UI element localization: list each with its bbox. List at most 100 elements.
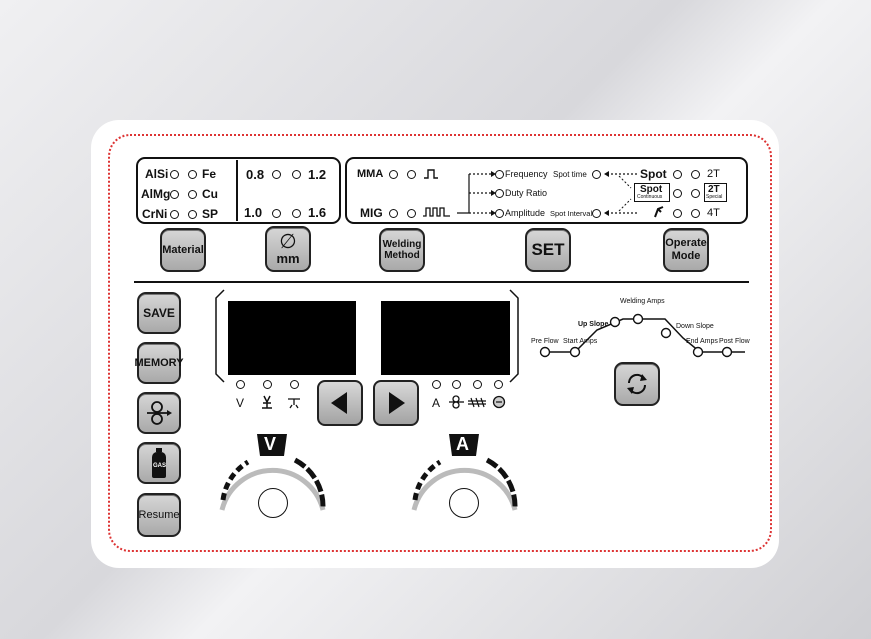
led-alsi bbox=[170, 170, 179, 179]
cycle-arrows-icon bbox=[627, 373, 647, 395]
node-up-slope bbox=[609, 316, 621, 328]
led-spot-continuous bbox=[673, 189, 682, 198]
diameter-unit: mm bbox=[276, 250, 300, 266]
voltage-display bbox=[228, 301, 356, 375]
diameter-1-0: 1.0 bbox=[244, 205, 263, 220]
welding-amps-label: Welding Amps bbox=[620, 298, 665, 305]
gas-cylinder-icon: GAS bbox=[151, 448, 167, 478]
cycle-button[interactable] bbox=[614, 362, 660, 406]
mode-2t: 2T bbox=[707, 168, 720, 180]
param-amplitude: Amplitude bbox=[505, 208, 546, 218]
node-post-flow bbox=[721, 346, 733, 358]
v-badge bbox=[257, 434, 287, 456]
mig-label: MIG bbox=[360, 206, 383, 220]
node-pre-flow bbox=[539, 346, 551, 358]
operate-mode-button[interactable]: Operate Mode bbox=[663, 228, 709, 272]
mode-2t-special: 2T bbox=[708, 184, 720, 195]
resume-button[interactable]: Resume bbox=[137, 493, 181, 537]
led-spot-interval bbox=[592, 209, 601, 218]
led-a bbox=[432, 380, 441, 389]
led-2t bbox=[691, 170, 700, 179]
thickness-icon bbox=[492, 395, 506, 409]
post-flow-label: Post Flow bbox=[719, 338, 750, 345]
param-frequency: Frequency bbox=[505, 169, 548, 179]
node-down-slope bbox=[660, 327, 672, 339]
material-divider bbox=[236, 160, 238, 221]
right-arrow-button[interactable] bbox=[373, 380, 419, 426]
led-cu bbox=[188, 190, 197, 199]
led-frequency bbox=[495, 170, 504, 179]
up-slope-label: Up Slope bbox=[578, 321, 609, 328]
led-spot bbox=[673, 170, 682, 179]
led-mig-2 bbox=[407, 209, 416, 218]
led-amplitude bbox=[495, 209, 504, 218]
gas-button[interactable]: GAS bbox=[137, 442, 181, 484]
panel-dotted-border bbox=[108, 134, 772, 552]
mode-4t: 4T bbox=[707, 207, 720, 219]
special-label: Special bbox=[706, 194, 723, 200]
triangle-right-icon bbox=[389, 392, 405, 414]
led-0-8 bbox=[272, 170, 281, 179]
spot-label: Spot bbox=[640, 167, 667, 181]
left-arrow-button[interactable] bbox=[317, 380, 363, 426]
led-1-0 bbox=[272, 209, 281, 218]
down-slope-label: Down Slope bbox=[676, 323, 714, 330]
material-cu: Cu bbox=[202, 187, 218, 201]
diameter-0-8: 0.8 bbox=[246, 167, 265, 182]
diameter-button[interactable]: ∅ mm bbox=[265, 226, 311, 272]
led-spot-time bbox=[592, 170, 601, 179]
current-display bbox=[381, 301, 510, 375]
set-button[interactable]: SET bbox=[525, 228, 571, 272]
continuous-label: Continuous bbox=[637, 194, 663, 200]
param-bracket-lines bbox=[457, 171, 496, 216]
led-4t bbox=[691, 209, 700, 218]
current-knob-gauge bbox=[411, 457, 518, 511]
arc-force-icon bbox=[262, 395, 272, 409]
material-almg: AlMg bbox=[141, 187, 171, 201]
led-2t-special bbox=[691, 189, 700, 198]
diameter-icon: ∅ bbox=[279, 230, 297, 253]
wire-speed-icon bbox=[449, 395, 464, 409]
display-frame bbox=[215, 289, 519, 383]
mma-label: MMA bbox=[357, 168, 384, 180]
spot-time-label: Spot time bbox=[553, 170, 587, 179]
voltage-knob[interactable] bbox=[258, 488, 288, 518]
material-crni: CrNi bbox=[142, 207, 168, 221]
material-fe: Fe bbox=[202, 167, 217, 181]
voltage-knob-gauge bbox=[219, 457, 326, 511]
led-mma-2 bbox=[407, 170, 416, 179]
node-end-amps bbox=[692, 346, 704, 358]
led-wire-speed bbox=[452, 380, 461, 389]
spot-continuous-box: Spot Continuous bbox=[634, 183, 670, 202]
led-arc-force bbox=[263, 380, 272, 389]
save-button[interactable]: SAVE bbox=[137, 292, 181, 334]
torch-trigger-icon bbox=[654, 206, 664, 218]
welding-sequence-diagram bbox=[539, 313, 745, 358]
wire-feed-button[interactable] bbox=[137, 392, 181, 434]
dc-pulse-icon bbox=[424, 169, 438, 179]
a-badge bbox=[449, 434, 479, 456]
welding-method-button[interactable]: Welding Method bbox=[379, 228, 425, 272]
spot-continuous-label: Spot bbox=[640, 184, 663, 195]
led-thickness bbox=[494, 380, 503, 389]
inductance-icon bbox=[468, 397, 486, 408]
memory-button[interactable]: MEMORY bbox=[134, 342, 184, 384]
led-fe bbox=[188, 170, 197, 179]
led-crni bbox=[170, 210, 179, 219]
pulse-wave-icon bbox=[423, 207, 450, 217]
material-alsi: AlSi bbox=[145, 167, 169, 181]
led-inductance bbox=[473, 380, 482, 389]
led-torch bbox=[673, 209, 682, 218]
node-start-amps bbox=[569, 346, 581, 358]
led-mma-1 bbox=[389, 170, 398, 179]
wire-feed-icon bbox=[147, 401, 172, 425]
material-button[interactable]: Material bbox=[160, 228, 206, 272]
current-knob[interactable] bbox=[449, 488, 479, 518]
diameter-1-2: 1.2 bbox=[308, 167, 327, 182]
start-amps-label: Start Amps bbox=[563, 338, 598, 345]
gas-label: GAS bbox=[153, 463, 167, 469]
param-duty-ratio: Duty Ratio bbox=[505, 188, 548, 198]
knob-a-label: A bbox=[456, 434, 469, 454]
led-1-6 bbox=[292, 209, 301, 218]
hot-start-icon bbox=[288, 398, 300, 409]
